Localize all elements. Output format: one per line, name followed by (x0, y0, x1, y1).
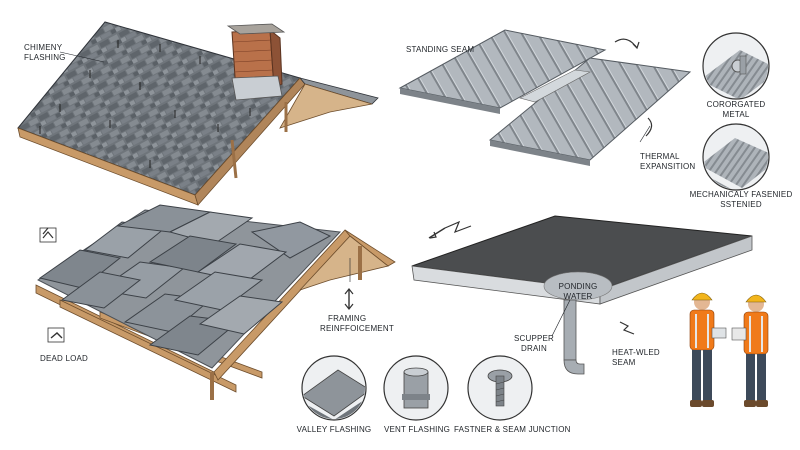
label-framing-line2: REINFFOICEMENT (320, 324, 394, 333)
label-ponding-line1: PONDING (558, 282, 598, 291)
mechanically-fastened-detail (702, 123, 770, 191)
label-chimney-flashing: CHIMENY FLASHING (24, 43, 66, 63)
label-vent-flashing: VENT FLASHING (383, 425, 451, 434)
valley-flashing-detail (301, 355, 367, 421)
ponding-water-area (543, 271, 613, 301)
workers-illustration (689, 292, 769, 407)
label-corrugated-metal: CORORGATED METAL (706, 100, 766, 120)
label-dead-load: DEAD LOAD (40, 354, 89, 363)
label-mechanically-line1: MECHANICALY FASENIED (689, 190, 793, 199)
corrugated-detail (702, 32, 770, 100)
label-corrugated-line2: METAL (722, 110, 750, 119)
shingle-roof-illustration (17, 21, 379, 206)
framing-roof-illustration (35, 204, 396, 400)
label-fastner-seam-junction: FASTNER & SEAM JUNCTION (454, 425, 571, 434)
dead-load-icon (39, 227, 57, 243)
worker-right (731, 294, 769, 407)
label-framing-reinforcement: FRAMING REINFFOICEMENT (320, 314, 394, 334)
label-scupper-line2: DRAIN (521, 344, 547, 353)
chimney (226, 23, 286, 101)
label-ponding-water: PONDING WATER (552, 282, 604, 302)
load-arrow-icon (47, 327, 65, 343)
thermal-arrow-bottom (645, 117, 653, 137)
label-mechanically-fastened: MECHANICALY FASENIED SSTENIED (688, 190, 794, 210)
framing-arrow-icon (344, 288, 354, 310)
label-heat-welded-seam: HEAT-WLED SEAM (612, 348, 660, 368)
label-thermal-line1: THERMAL (640, 152, 680, 161)
label-ponding-line2: WATER (563, 292, 593, 301)
vent-flashing-detail (383, 355, 449, 421)
label-heat-line2: SEAM (612, 358, 636, 367)
label-thermal-line2: EXPANSITION (640, 162, 696, 171)
fastener-seam-detail (467, 355, 533, 421)
label-chimney-flashing-line1: CHIMENY (24, 43, 63, 52)
label-corrugated-line1: CORORGATED (706, 100, 766, 109)
label-scupper-drain: SCUPPER DRAIN (506, 334, 562, 354)
chimney-flashing-leader (59, 51, 105, 63)
label-standing-seam: STANDING SEAM (406, 45, 475, 54)
standing-seam-panels (398, 29, 692, 166)
worker-left (689, 292, 727, 407)
wind-arrow-icon (444, 220, 472, 234)
label-valley-flashing: VALLEY FLASHING (296, 425, 372, 434)
label-heat-line1: HEAT-WLED (612, 348, 660, 357)
seam-zigzag-icon (619, 321, 635, 335)
label-mechanically-line2: SSTENIED (720, 200, 762, 209)
label-scupper-line1: SCUPPER (513, 334, 555, 343)
membrane-roof-illustration (411, 215, 753, 375)
label-chimney-flashing-line2: FLASHING (24, 53, 66, 62)
label-framing-line1: FRAMING (328, 314, 367, 323)
thermal-arrow-top (614, 38, 638, 49)
label-thermal-expansion: THERMAL EXPANSITION (640, 152, 695, 172)
